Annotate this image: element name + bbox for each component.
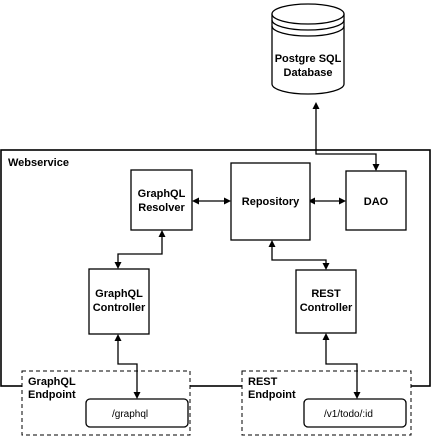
database-label-line2: Database: [284, 67, 333, 79]
edge-rest-controller-endpoint: [325, 339, 358, 393]
graphql-controller-box: [88, 268, 150, 335]
graphql-path-box: [85, 398, 189, 428]
arrowhead-repository-right: [308, 197, 315, 205]
graphql-resolver-box: [130, 169, 193, 231]
arrowhead-resolver-bottom: [158, 230, 166, 237]
arrowhead-graphql-path-top: [133, 392, 141, 399]
graphql-controller-line1: GraphQL: [95, 288, 143, 300]
dao-label: DAO: [364, 196, 389, 208]
arrowhead-graphql-controller-bottom: [114, 334, 122, 341]
arrowhead-database: [312, 102, 320, 109]
rest-path-label: /v1/todo/:id: [324, 409, 373, 420]
arrowhead-repository-left: [224, 197, 231, 205]
arrowhead-rest-controller-top: [322, 263, 330, 270]
rest-path-box: [303, 398, 407, 428]
rest-endpoint-label-line2: Endpoint: [248, 389, 296, 401]
dao-box: [345, 170, 407, 231]
repository-label: Repository: [242, 196, 300, 208]
rest-endpoint-label-line1: REST: [248, 376, 278, 388]
arrowhead-rest-path-top: [353, 392, 361, 399]
edge-dao-database: [315, 106, 377, 170]
graphql-controller-line2: Controller: [93, 302, 146, 314]
arrowhead-resolver-right: [192, 197, 199, 205]
arrowhead-repository-bottom: [268, 240, 276, 247]
repository-box: [230, 162, 311, 241]
webservice-label: Webservice: [8, 157, 69, 169]
graphql-resolver-line2: Resolver: [138, 202, 185, 214]
database-label-line1: Postgre SQL: [275, 53, 342, 65]
edge-resolver-graphql-controller: [117, 236, 163, 264]
graphql-path-label: /graphql: [112, 409, 148, 420]
rest-controller-box: [295, 269, 357, 334]
graphql-endpoint-label-line1: GraphQL: [28, 376, 76, 388]
database-cylinder: Postgre SQL Database: [271, 3, 345, 95]
rest-controller-line2: Controller: [300, 302, 353, 314]
rest-controller-line1: REST: [311, 288, 341, 300]
graphql-resolver-line1: GraphQL: [138, 188, 186, 200]
graphql-endpoint-label-line2: Endpoint: [28, 389, 76, 401]
arrowhead-graphql-controller-top: [114, 262, 122, 269]
arrowhead-rest-controller-bottom: [322, 333, 330, 340]
arrowhead-dao-left: [339, 197, 346, 205]
edge-repository-rest-controller: [271, 246, 327, 265]
edge-graphql-controller-endpoint: [117, 340, 138, 393]
arrowhead-dao-top: [372, 164, 380, 171]
